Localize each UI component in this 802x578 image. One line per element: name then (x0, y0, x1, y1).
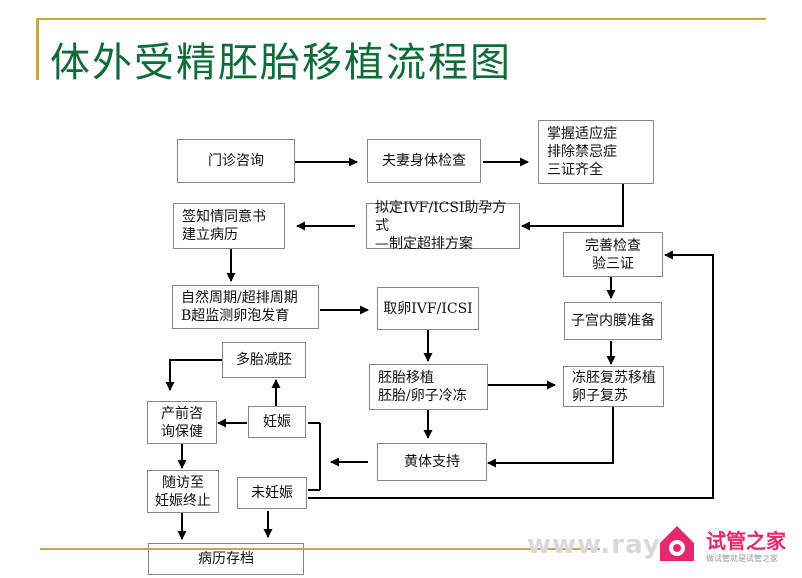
arrow-thaw-to-luteal (487, 407, 614, 468)
node-complete-check: 完善检查 验三证 (563, 232, 663, 277)
node-cycle: 自然周期/超排周期 B超监测卵泡发育 (172, 285, 319, 329)
header-left-rule (36, 18, 39, 80)
node-prenatal: 产前咨 询保健 (147, 401, 217, 444)
node-retrieval: 取卵IVF/ICSI (377, 287, 479, 330)
page-title: 体外受精胚胎移植流程图 (50, 40, 512, 86)
watermark-tagline: 做试管就是试管之家 (706, 554, 778, 563)
header-top-rule (36, 18, 766, 20)
arrow-not-pregnant-to-complete-check (308, 250, 714, 499)
node-followup: 随访至 妊娠终止 (147, 470, 219, 513)
node-transfer: 胚胎移植 胚胎/卵子冷冻 (369, 364, 488, 410)
watermark-url: www.ray (527, 530, 661, 560)
node-pregnant: 妊娠 (248, 406, 306, 438)
node-luteal: 黄体支持 (377, 443, 487, 481)
footer-rule (40, 548, 600, 550)
node-couple-check: 夫妻身体检查 (367, 139, 481, 183)
node-multi-reduction: 多胎减胚 (222, 342, 306, 378)
watermark-logo-icon (660, 526, 694, 561)
node-endometrium: 子宫内膜准备 (564, 302, 662, 340)
node-consult: 门诊咨询 (177, 139, 295, 183)
node-not-pregnant: 未妊娠 (237, 477, 307, 509)
node-plan: 拟定IVF/ICSI助孕方式 —制定超排方案 (366, 200, 520, 252)
node-indications: 掌握适应症 排除禁忌症 三证齐全 (538, 120, 654, 184)
arrow-reduction-to-prenatal (165, 359, 222, 391)
node-consent: 签知情同意书 建立病历 (173, 203, 285, 249)
node-thaw: 冻胚复苏移植 卵子复苏 (563, 366, 664, 407)
watermark-brand: 试管之家 (706, 529, 786, 553)
arrow-indications-to-plan (521, 183, 624, 231)
